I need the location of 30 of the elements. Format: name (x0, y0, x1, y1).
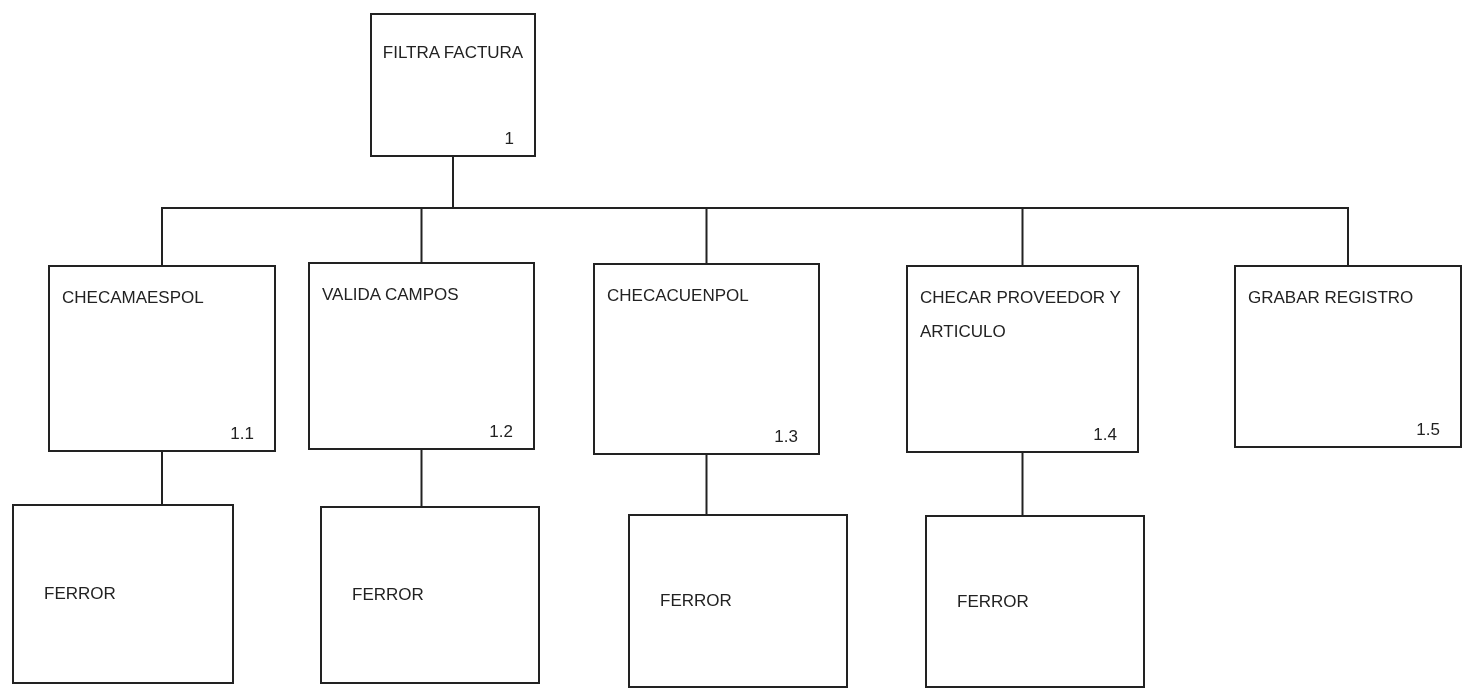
process-box (308, 262, 535, 450)
process-number: 1.3 (774, 427, 798, 447)
connector-line (1021, 452, 1024, 516)
process-number: 1.4 (1093, 425, 1117, 445)
process-number: 1.5 (1416, 420, 1440, 440)
process-number: 1.2 (489, 422, 513, 442)
process-box (1234, 265, 1462, 448)
process-label: FERROR (352, 585, 425, 605)
process-label: CHECAMAESPOL (62, 287, 205, 309)
process-label: GRABAR REGISTRO (1248, 287, 1415, 309)
process-label: CHECAR PROVEEDOR Y ARTICULO (920, 287, 1122, 343)
process-label: VALIDA CAMPOS (322, 284, 460, 306)
process-box (370, 13, 536, 157)
process-label: FERROR (660, 591, 733, 611)
process-label: FILTRA FACTURA (382, 42, 524, 64)
process-box (593, 263, 820, 455)
process-number: 1.1 (230, 424, 254, 444)
process-box (320, 506, 540, 684)
process-box (628, 514, 848, 688)
process-label: FERROR (44, 584, 117, 604)
connector-line (161, 451, 163, 505)
connector-line (705, 454, 708, 515)
process-box (48, 265, 276, 452)
process-label: CHECACUENPOL (607, 285, 750, 307)
connector-line (420, 449, 423, 507)
process-label: FERROR (957, 591, 1030, 612)
process-box (906, 265, 1139, 453)
process-box (12, 504, 234, 684)
process-number: 1 (504, 129, 514, 149)
process-box (925, 515, 1145, 688)
